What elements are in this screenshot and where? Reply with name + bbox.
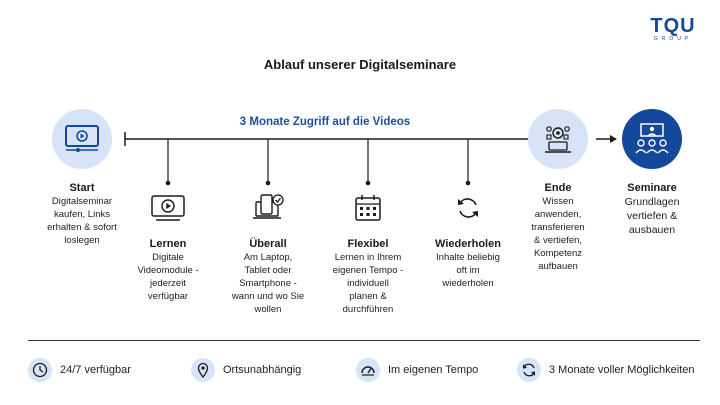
dot-flexibel [365, 180, 371, 186]
step-seminare-title: Seminare [627, 182, 677, 194]
feature-three-months: 3 Monate voller Möglichkeiten [517, 357, 695, 383]
dot-lernen [165, 180, 171, 186]
step-flexibel-icon-wrap [353, 193, 383, 223]
clock-icon [32, 362, 48, 378]
ende-circle [528, 109, 588, 169]
devices-icon [253, 194, 284, 219]
page-title: Ablauf unserer Digitalseminare [263, 57, 457, 72]
logo-text: TQU [650, 15, 696, 37]
seminare-circle [622, 109, 682, 169]
video-player-icon [65, 125, 99, 152]
step-ende-title: Ende [544, 182, 572, 194]
step-wiederholen-icon-wrap [455, 195, 481, 221]
company-logo: TQU GROUP [648, 16, 698, 46]
feature-available: 24/7 verfügbar [28, 357, 131, 383]
divider [28, 340, 700, 341]
play-button-icon [151, 195, 185, 221]
feature-pace: Im eigenen Tempo [356, 357, 478, 383]
arrow-to-seminare [596, 135, 617, 143]
dot-wiederholen [465, 180, 471, 186]
gears-tablet-icon [545, 126, 571, 153]
presentation-group-icon [635, 123, 669, 154]
step-ueberall-title: Überall [249, 238, 287, 250]
step-ueberall-icon-wrap [250, 192, 288, 224]
timeline-label: 3 Monate Zugriff auf die Videos [239, 116, 411, 128]
logo-subtext: GROUP [653, 36, 693, 42]
step-lernen-title: Lernen [149, 238, 187, 250]
cycle-icon [523, 363, 535, 377]
feature-pace-label: Im eigenen Tempo [388, 364, 479, 376]
feature-available-label: 24/7 verfügbar [60, 364, 131, 376]
feature-location: Ortsunabhängig [191, 357, 301, 383]
start-circle [52, 109, 112, 169]
speedometer-icon [361, 366, 375, 376]
location-pin-icon [197, 362, 209, 378]
timeline-graphic [124, 132, 617, 186]
step-lernen-icon-wrap [148, 193, 188, 223]
step-flexibel-title: Flexibel [347, 238, 389, 250]
dot-ueberall [265, 180, 271, 186]
step-wiederholen-title: Wiederholen [435, 238, 501, 250]
step-start-title: Start [69, 182, 95, 194]
feature-location-label: Ortsunabhängig [223, 364, 302, 376]
feature-three-months-label: 3 Monate voller Möglichkeiten [549, 364, 695, 376]
refresh-icon [458, 198, 478, 218]
calendar-icon [355, 195, 381, 221]
